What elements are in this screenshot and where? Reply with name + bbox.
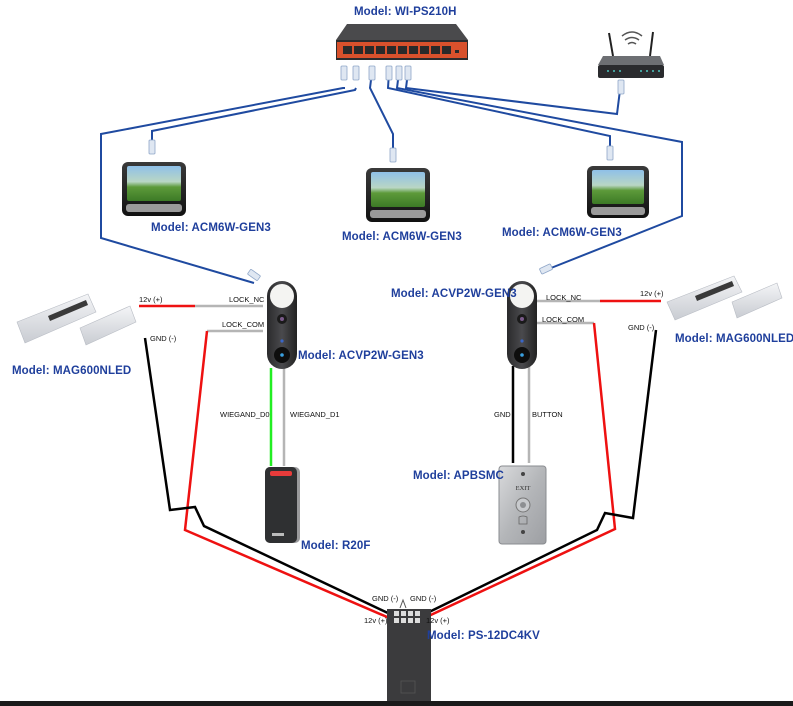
doorbell-right-model-label: Model: ACVP2W-GEN3 bbox=[391, 288, 517, 300]
rj45-plug-icon bbox=[352, 65, 360, 81]
wire-right-com-red bbox=[419, 322, 617, 622]
monitor-center-model-label: Model: ACM6W-GEN3 bbox=[342, 231, 462, 243]
power-wires bbox=[139, 299, 661, 622]
wire-label-right-lock-nc: LOCK_NC bbox=[546, 293, 582, 302]
wire-label-ps-gnd-left: GND (-) bbox=[372, 594, 399, 603]
wifi-router-icon bbox=[598, 31, 664, 78]
rj45-plug-icon bbox=[606, 145, 614, 161]
wire-label-button-signal: BUTTON bbox=[532, 410, 563, 419]
cable-switch-to-router bbox=[404, 71, 621, 116]
rj45-plug-icon bbox=[617, 79, 625, 95]
power-supply-model-label: Model: PS-12DC4KV bbox=[427, 630, 540, 642]
monitor-right-model-label: Model: ACM6W-GEN3 bbox=[502, 227, 622, 239]
doorbell-left-model-label: Model: ACVP2W-GEN3 bbox=[298, 350, 424, 362]
maglock-right-icon bbox=[666, 275, 783, 321]
monitor-left-model-label: Model: ACM6W-GEN3 bbox=[151, 222, 271, 234]
rj45-plug-icon bbox=[148, 139, 156, 155]
wire-label-right-gnd: GND (-) bbox=[628, 323, 655, 332]
wire-label-ps-12v-right: 12v (+) bbox=[426, 616, 450, 625]
maglock-right-model-label: Model: MAG600NLED bbox=[675, 333, 793, 345]
cable-switch-to-doorbell-left bbox=[100, 87, 345, 284]
doorbell-right-icon bbox=[507, 281, 537, 369]
doorbell-left-icon bbox=[267, 281, 297, 369]
rj45-plug-icon bbox=[539, 263, 553, 275]
cable-switch-to-doorbell-right bbox=[395, 71, 683, 271]
wire-label-wiegand-d0: WIEGAND_D0 bbox=[220, 410, 270, 419]
wire-label-ps-12v-left: 12v (+) bbox=[364, 616, 388, 625]
maglock-left-icon bbox=[16, 293, 137, 346]
rj45-connectors bbox=[148, 65, 625, 281]
switch-model-label: Model: WI-PS210H bbox=[354, 6, 457, 18]
wire-label-button-gnd: GND bbox=[494, 410, 511, 419]
rj45-plug-icon bbox=[385, 65, 393, 81]
monitor-left-icon bbox=[122, 162, 186, 216]
rj45-plug-icon bbox=[247, 269, 261, 281]
exit-plate-text: EXIT bbox=[516, 485, 531, 492]
maglock-left-model-label: Model: MAG600NLED bbox=[12, 365, 132, 377]
wire-label-left-gnd: GND (-) bbox=[150, 334, 177, 343]
wire-label-left-12v: 12v (+) bbox=[139, 295, 163, 304]
wire-label-left-lock-com: LOCK_COM bbox=[222, 320, 265, 329]
wire-label-wiegand-d1: WIEGAND_D1 bbox=[290, 410, 340, 419]
wire-label-ps-gnd-right: GND (-) bbox=[410, 594, 437, 603]
wire-label-right-12v: 12v (+) bbox=[640, 289, 664, 298]
rj45-plug-icon bbox=[395, 65, 403, 81]
wire-left-com-red bbox=[183, 330, 395, 622]
card-reader-icon bbox=[265, 467, 300, 543]
monitor-right-icon bbox=[587, 166, 649, 218]
monitor-center-icon bbox=[366, 168, 430, 222]
wire-label-left-lock-nc: LOCK_NC bbox=[229, 295, 265, 304]
bottom-edge-bar bbox=[0, 701, 793, 706]
wire-right-gnd bbox=[424, 329, 658, 616]
power-supply-icon bbox=[387, 598, 431, 706]
rj45-plug-icon bbox=[368, 65, 376, 81]
exit-button-icon: EXIT bbox=[498, 465, 547, 545]
cable-switch-to-monitor-center bbox=[368, 71, 394, 150]
cable-switch-to-monitor-left bbox=[151, 87, 357, 142]
rj45-plug-icon bbox=[404, 65, 412, 81]
poe-switch-icon bbox=[336, 24, 468, 60]
wire-label-right-lock-com: LOCK_COM bbox=[542, 315, 585, 324]
cable-switch-to-monitor-right bbox=[386, 71, 611, 150]
rj45-plug-icon bbox=[389, 147, 397, 163]
reader-model-label: Model: R20F bbox=[301, 540, 371, 552]
rj45-plug-icon bbox=[340, 65, 348, 81]
exit-button-model-label: Model: APBSMC bbox=[413, 470, 504, 482]
wire-left-gnd bbox=[143, 337, 391, 616]
